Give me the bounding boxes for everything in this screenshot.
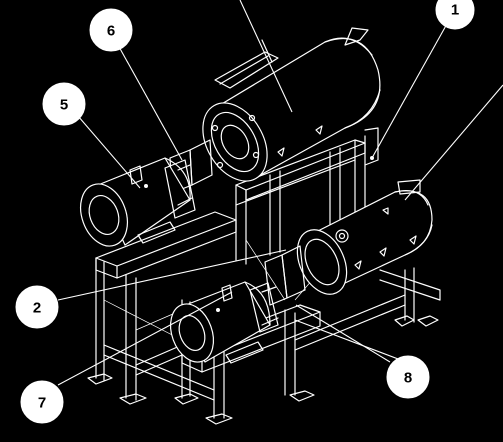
upper-drum [169, 27, 381, 194]
leader-right [404, 84, 503, 201]
lower-drum [264, 179, 433, 306]
callout-6: 6 [89, 8, 133, 52]
leader-2 [57, 249, 287, 301]
callout-1: 1 [435, 0, 475, 30]
callout-7-label: 7 [38, 395, 46, 412]
callout-2: 2 [15, 285, 59, 329]
callout-6-label: 6 [107, 23, 115, 40]
leader-5 [77, 115, 141, 189]
leader-lines [57, 0, 503, 386]
callout-7: 7 [20, 380, 64, 424]
upper-motor [80, 157, 196, 247]
callout-5-label: 5 [60, 97, 68, 114]
callout-8: 8 [386, 355, 430, 399]
leader-7 [57, 291, 233, 386]
leader-1 [371, 21, 449, 159]
leader-top [239, 0, 293, 113]
callout-1-label: 1 [451, 2, 459, 19]
leader-8 [295, 304, 391, 363]
callout-2-label: 2 [33, 300, 41, 317]
lower-motor [169, 281, 279, 364]
callout-5: 5 [42, 82, 86, 126]
callout-8-label: 8 [404, 370, 412, 387]
leader-6 [117, 44, 183, 161]
